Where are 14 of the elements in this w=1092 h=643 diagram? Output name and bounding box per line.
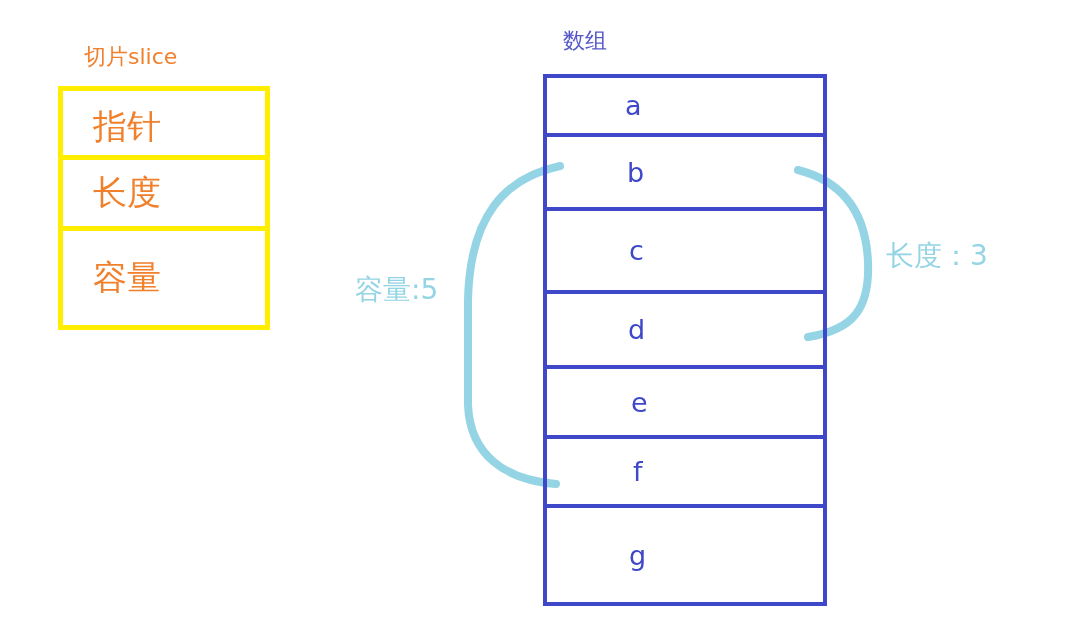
array-slot: c bbox=[547, 211, 823, 294]
array-slot: e bbox=[547, 369, 823, 439]
array-slot: d bbox=[547, 294, 823, 369]
dimension-label: 容量:5 bbox=[355, 272, 439, 308]
array-slot: b bbox=[547, 137, 823, 211]
struct-field-row: 容量 bbox=[63, 231, 265, 325]
group-title: 切片slice bbox=[84, 44, 178, 71]
group-title: 数组 bbox=[563, 28, 607, 55]
struct-field-row: 指针 bbox=[63, 91, 265, 160]
struct-field-row: 长度 bbox=[63, 160, 265, 231]
array-slot: f bbox=[547, 439, 823, 508]
array-slot: g bbox=[547, 508, 823, 602]
array-slot: a bbox=[547, 78, 823, 137]
dimension-label: 长度：3 bbox=[886, 238, 988, 274]
